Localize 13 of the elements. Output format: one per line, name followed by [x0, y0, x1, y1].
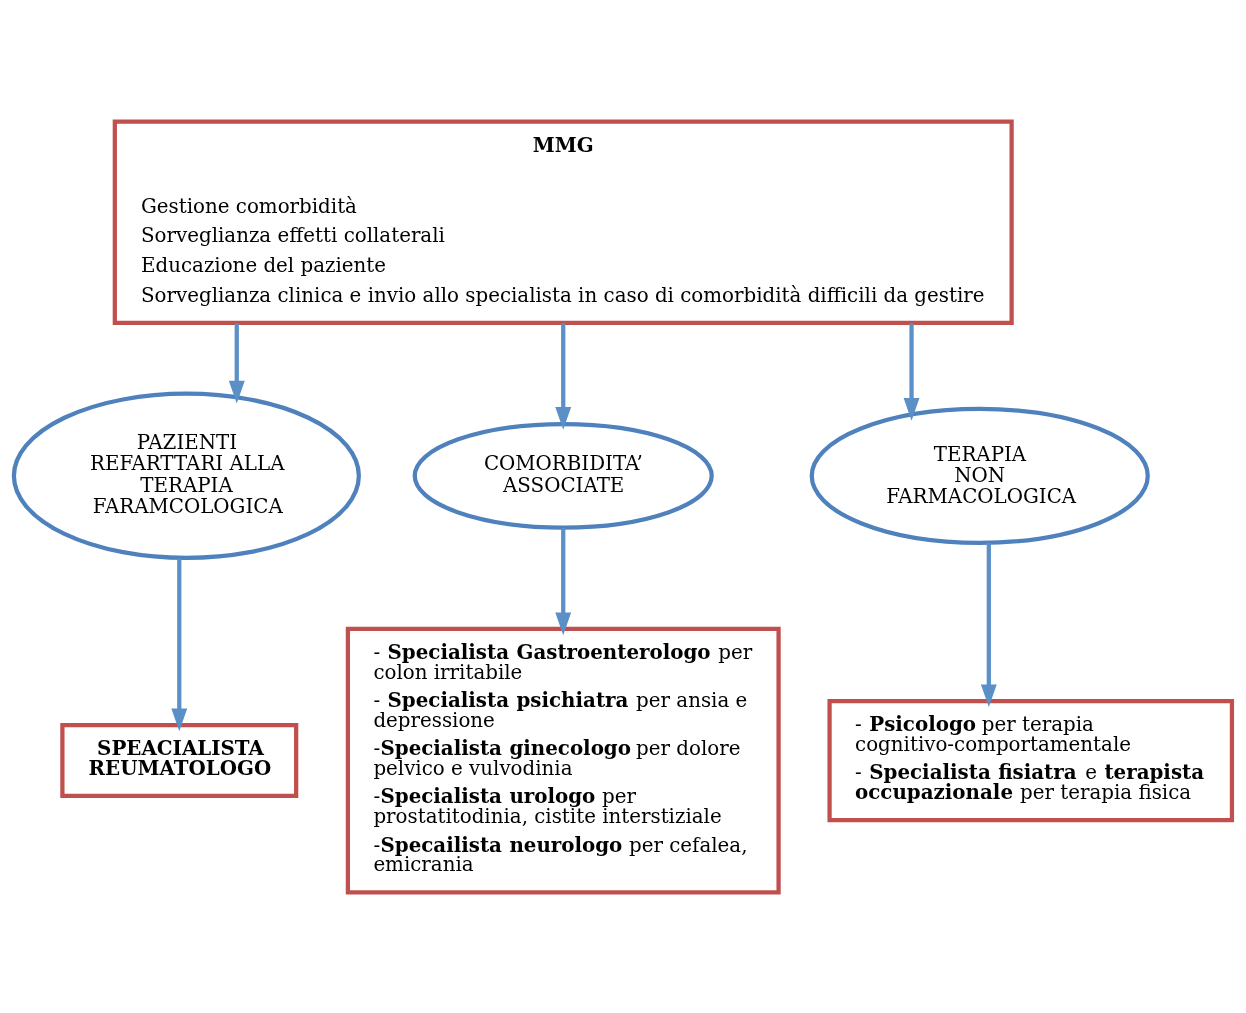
node-box: MMG Gestione comorbidità Sorveglianza effetti collaterali Educazione del paziente Sorveglianza clinica e invio allo specialista in caso di comorbidità difficili da gestire — [112, 119, 1014, 325]
arrow — [903, 322, 920, 421]
arrow — [228, 322, 245, 404]
arrow — [980, 542, 997, 707]
node-box: - Specialista Gastroenterologo per colon irritabile - Specialista psichiatra per ansia e depressione -Specialista ginecologo per dolore pelvico e vulvodinia -Specialista urologo per prostatitodinia, cistite interstiziale -Specailista neurologo per cefalea, emicrania — [345, 626, 781, 894]
node-box: SPEACIALISTA REUMATOLOGO — [60, 722, 299, 798]
node-ellipse: PAZIENTI REFARTTARI ALLA TERAPIA FARAMCOLOGICA — [11, 391, 361, 560]
arrow — [171, 557, 188, 731]
arrow — [555, 527, 572, 635]
node-ellipse: TERAPIA NON FARMACOLOGICA — [809, 406, 1150, 545]
node-box: - Psicologo per terapia cognitivo-comportamentale - Specialista fisiatra e terapista occupazionale per terapia fisica — [827, 698, 1235, 822]
node-ellipse: COMORBIDITA’ ASSOCIATE — [412, 421, 714, 530]
arrow — [555, 322, 572, 430]
